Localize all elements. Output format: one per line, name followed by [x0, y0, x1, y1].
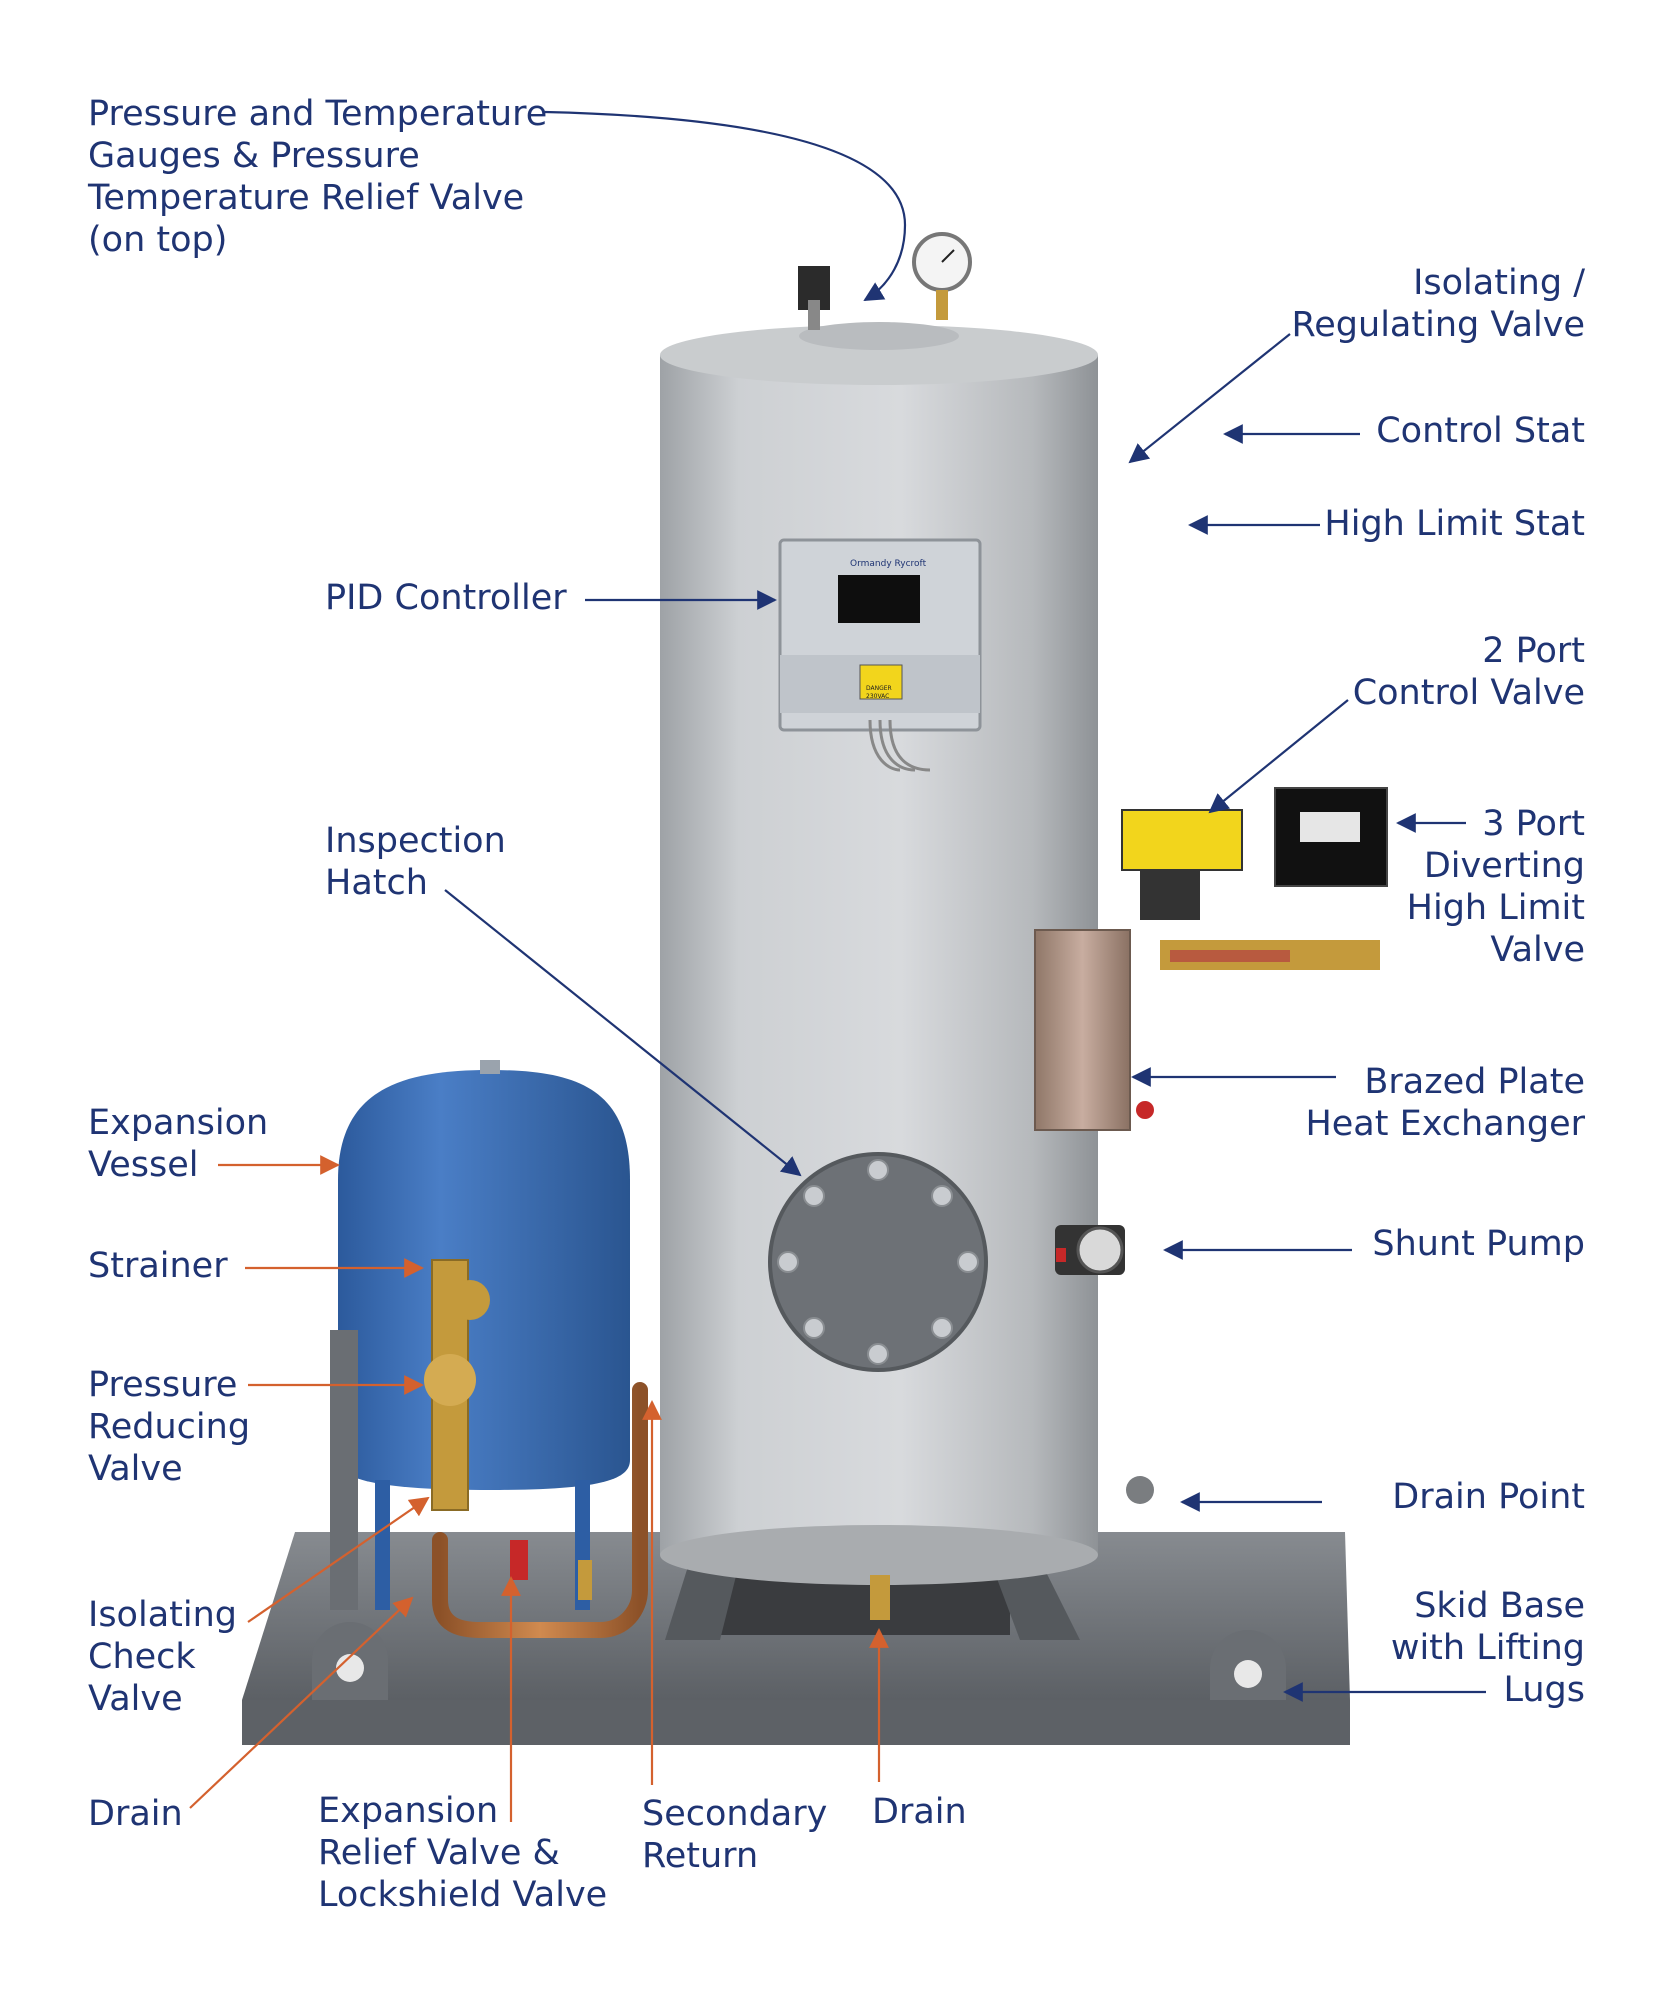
expansion-vessel-shape: [330, 1060, 630, 1610]
leader-inspection-hatch: [444, 889, 802, 1177]
leader-isolating-regulating: [1128, 333, 1291, 464]
label-control-stat: Control Stat: [1376, 411, 1585, 451]
label-isolating-check-valve: Isolating Check Valve: [88, 1595, 237, 1719]
leader-drain-left: [189, 1596, 414, 1809]
hot-water-cylinder: [660, 322, 1098, 1585]
three-port-valve-shape: [1160, 787, 1388, 970]
label-expansion-vessel: Expansion Vessel: [88, 1103, 269, 1185]
inspection-hatch-shape: [768, 1152, 988, 1372]
controller-brand-text: Ormandy Rycroft: [850, 559, 927, 569]
label-pid-controller: PID Controller: [325, 578, 567, 618]
leader-pt-gauges: [544, 110, 907, 302]
blue-leader-lines: [444, 110, 1486, 1702]
left-pipework: [432, 1382, 728, 1638]
label-three-port-diverting-valve: 3 Port Diverting High Limit Valve: [1406, 804, 1585, 970]
label-inspection-hatch: Inspection Hatch: [325, 821, 506, 903]
top-gauges: [798, 232, 972, 330]
label-secondary-return: Secondary Return: [642, 1794, 828, 1876]
two-port-valve-shape: [1121, 809, 1243, 920]
label-skid-base: Skid Base with Lifting Lugs: [1390, 1586, 1585, 1710]
label-isolating-regulating-valve: Isolating / Regulating Valve: [1291, 263, 1585, 345]
label-expansion-relief-lockshield-valve: Expansion Relief Valve & Lockshield Valv…: [318, 1791, 608, 1915]
drain-fittings: [870, 1476, 1154, 1620]
label-drain-bottom: Drain: [872, 1792, 967, 1832]
left-valves: [424, 1259, 592, 1600]
label-drain-point: Drain Point: [1392, 1477, 1585, 1517]
label-two-port-control-valve: 2 Port Control Valve: [1352, 631, 1585, 713]
label-drain-left: Drain: [88, 1794, 183, 1834]
leader-two-port: [1208, 699, 1349, 814]
shunt-pump-shape: [1055, 1225, 1125, 1275]
label-brazed-plate-heat-exchanger: Brazed Plate Heat Exchanger: [1305, 1062, 1585, 1144]
label-pressure-temperature-gauges: Pressure and Temperature Gauges & Pressu…: [88, 94, 548, 260]
heat-exchanger-shape: [1034, 929, 1154, 1131]
leader-isolating-check: [247, 1496, 430, 1623]
label-shunt-pump: Shunt Pump: [1372, 1224, 1585, 1264]
orange-leader-lines: [189, 1155, 889, 1822]
label-high-limit-stat: High Limit Stat: [1324, 504, 1585, 544]
label-strainer: Strainer: [88, 1246, 228, 1286]
label-pressure-reducing-valve: Pressure Reducing Valve: [88, 1365, 251, 1489]
